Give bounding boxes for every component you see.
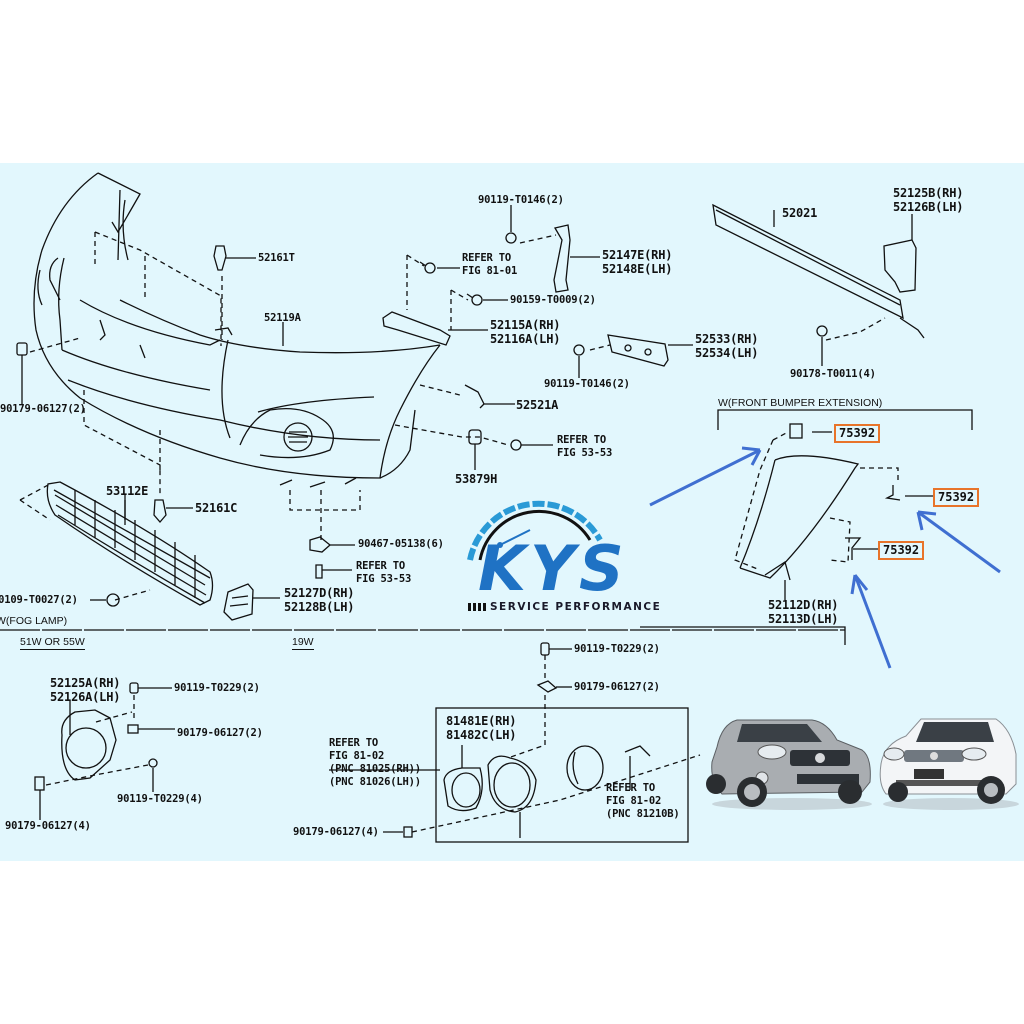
label-52148E: 52148E(LH) bbox=[602, 262, 673, 276]
highlighted-part-75392-top: 75392 bbox=[834, 424, 881, 443]
label-refer-53-53-b1: REFER TO bbox=[356, 560, 405, 572]
label-fog-90119-T0229-4: 90119-T0229(4) bbox=[117, 793, 203, 805]
label-52126B: 52126B(LH) bbox=[893, 200, 964, 214]
checkered-flag-icon bbox=[468, 603, 486, 611]
label-52112D: 52112D(RH) bbox=[768, 598, 839, 612]
label-52113D: 52113D(LH) bbox=[768, 612, 839, 626]
label-52161T: 52161T bbox=[258, 252, 295, 264]
section-51w-55w: 51W OR 55W bbox=[20, 636, 85, 650]
section-front-bumper-extension: W(FRONT BUMPER EXTENSION) bbox=[718, 397, 883, 409]
bumper-cover-drawing bbox=[33, 172, 441, 488]
label-52128B: 52128B(LH) bbox=[284, 600, 355, 614]
label-52125B: 52125B(RH) bbox=[893, 186, 964, 200]
section-fog-lamp: W(FOG LAMP) bbox=[0, 615, 68, 627]
extension-dashed-lines bbox=[734, 431, 899, 571]
label-refer-53-53-a1: REFER TO bbox=[557, 434, 606, 446]
vehicle-fortuner-image bbox=[876, 714, 1021, 814]
label-52161C: 52161C bbox=[195, 501, 238, 515]
label-81481E: 81481E(RH) bbox=[446, 714, 517, 728]
label-refer-53-53-a2: FIG 53-53 bbox=[557, 447, 613, 459]
label-52021: 52021 bbox=[782, 206, 818, 220]
label-refer-81-02-a2: FIG 81-02 bbox=[329, 750, 385, 762]
label-refer-81-02-a4: (PNC 81026(LH)) bbox=[329, 776, 421, 788]
label-90119-T0146-mid: 90119-T0146(2) bbox=[544, 378, 630, 390]
section-19w: 19W bbox=[292, 636, 314, 650]
label-refer-81-02-a1: REFER TO bbox=[329, 737, 378, 749]
lower-grille-drawing bbox=[46, 481, 214, 606]
fog-lamp-cover-drawing bbox=[223, 583, 254, 621]
label-52521A: 52521A bbox=[516, 398, 559, 412]
highlighted-part-75392-bottom: 75392 bbox=[878, 541, 925, 560]
leader-lines bbox=[90, 210, 913, 601]
label-fog-90179-06127-4: 90179-06127(4) bbox=[5, 820, 91, 832]
label-refer-81-02-b3: (PNC 81210B) bbox=[606, 808, 680, 820]
highlighted-part-75392-right: 75392 bbox=[933, 488, 980, 507]
label-52533: 52533(RH) bbox=[695, 332, 759, 346]
label-53879H: 53879H bbox=[455, 472, 498, 486]
label-90179-06127-2: 90179-06127(2) bbox=[0, 403, 86, 415]
label-refer-53-53-b2: FIG 53-53 bbox=[356, 573, 412, 585]
fog-lamp-19w-drawing bbox=[329, 642, 689, 843]
label-90109-T0027: 90109-T0027(2) bbox=[0, 594, 78, 606]
label-52125A: 52125A(RH) bbox=[50, 676, 121, 690]
bracket-drawings bbox=[382, 203, 925, 367]
label-refer-81-01-b: FIG 81-01 bbox=[462, 265, 518, 277]
logo-brand-text: KYS bbox=[478, 532, 628, 605]
label-fog-90179-06127-2: 90179-06127(2) bbox=[177, 727, 263, 739]
label-90159-T0009: 90159-T0009(2) bbox=[510, 294, 596, 306]
label-52534: 52534(LH) bbox=[695, 346, 759, 360]
label-52119A: 52119A bbox=[264, 312, 301, 324]
label-19w-90179-06127-4: 90179-06127(4) bbox=[293, 826, 379, 838]
dashed-connector-lines bbox=[19, 231, 886, 601]
label-90119-T0146-top: 90119-T0146(2) bbox=[478, 194, 564, 206]
label-refer-81-02-b2: FIG 81-02 bbox=[606, 795, 662, 807]
label-53112E: 53112E bbox=[106, 484, 149, 498]
label-52116A: 52116A(LH) bbox=[490, 332, 561, 346]
logo-tagline: SERVICE PERFORMANCE bbox=[490, 601, 662, 613]
front-bumper-extension-frame bbox=[640, 409, 973, 645]
fog-lamp-51w-dashed bbox=[45, 695, 149, 786]
label-fog-90119-T0229-2: 90119-T0229(2) bbox=[174, 682, 260, 694]
label-19w-90119-T0229-2: 90119-T0229(2) bbox=[574, 643, 660, 655]
blue-arrows bbox=[649, 446, 1001, 669]
vehicle-hilux-image bbox=[702, 712, 874, 812]
label-refer-81-02-a3: (PNC 81025(RH)) bbox=[329, 763, 421, 775]
fog-lamp-19w-dashed bbox=[411, 655, 701, 833]
label-52127D: 52127D(RH) bbox=[284, 586, 355, 600]
logo-gauge bbox=[467, 500, 603, 561]
label-refer-81-02-b1: REFER TO bbox=[606, 782, 655, 794]
label-refer-81-01-a: REFER TO bbox=[462, 252, 511, 264]
hardware-parts bbox=[16, 205, 828, 607]
label-52147E: 52147E(RH) bbox=[602, 248, 673, 262]
label-90467-05138: 90467-05138(6) bbox=[358, 538, 444, 550]
label-90178-T0011: 90178-T0011(4) bbox=[790, 368, 876, 380]
label-52126A: 52126A(LH) bbox=[50, 690, 121, 704]
fog-lamp-51w-drawing bbox=[34, 682, 175, 820]
label-19w-90179-06127-2: 90179-06127(2) bbox=[574, 681, 660, 693]
label-52115A: 52115A(RH) bbox=[490, 318, 561, 332]
label-81482C: 81482C(LH) bbox=[446, 728, 517, 742]
